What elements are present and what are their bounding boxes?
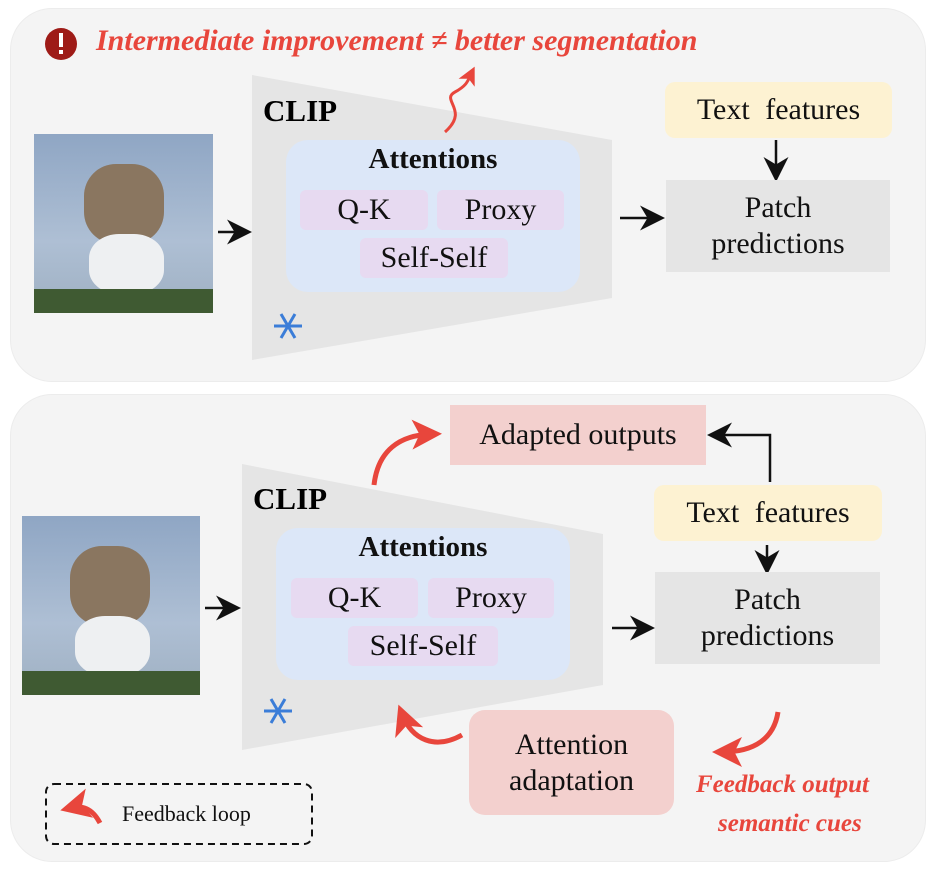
feedback-arrow-clip-to-adapted [371, 419, 442, 486]
legend-box [45, 783, 313, 845]
legend-label: Feedback loop [122, 801, 251, 826]
feedback-caption-2: semantic cues [718, 810, 862, 837]
proxy-attention: Proxy [437, 190, 564, 230]
text-features-top: Text features [665, 82, 892, 138]
warning-text: Intermediate improvement ≠ better segmen… [96, 24, 698, 57]
cat-image-top [34, 134, 213, 313]
feedback-arrow-patch-to-adaptation [712, 711, 781, 767]
selfself-attention: Self-Self [348, 626, 498, 666]
arrow-text-to-adapted [707, 422, 772, 482]
patch-predictions-bottom: Patch predictions [655, 572, 880, 664]
selfself-attention: Self-Self [360, 238, 508, 278]
feedback-caption-1: Feedback output [696, 771, 869, 798]
clip-label-bottom: CLIP [253, 481, 328, 516]
attentions-title: Attentions [358, 531, 488, 563]
attentions-title: Attentions [368, 143, 498, 175]
legend-arrow-icon [60, 788, 103, 825]
cat-image-bottom [22, 516, 200, 695]
feedback-arrow-adaptation-to-clip [395, 704, 464, 745]
snowflake-icon-top [274, 313, 302, 339]
proxy-attention: Proxy [428, 578, 554, 618]
qk-attention: Q-K [300, 190, 428, 230]
attention-adaptation: Attention adaptation [469, 710, 674, 815]
clip-label-top: CLIP [263, 93, 338, 128]
adapted-outputs: Adapted outputs [450, 405, 706, 465]
qk-attention: Q-K [291, 578, 418, 618]
patch-predictions-top: Patch predictions [666, 180, 890, 272]
text-features-bottom: Text features [654, 485, 882, 541]
squiggle-arrow [443, 66, 475, 134]
snowflake-icon-bottom [264, 698, 292, 724]
